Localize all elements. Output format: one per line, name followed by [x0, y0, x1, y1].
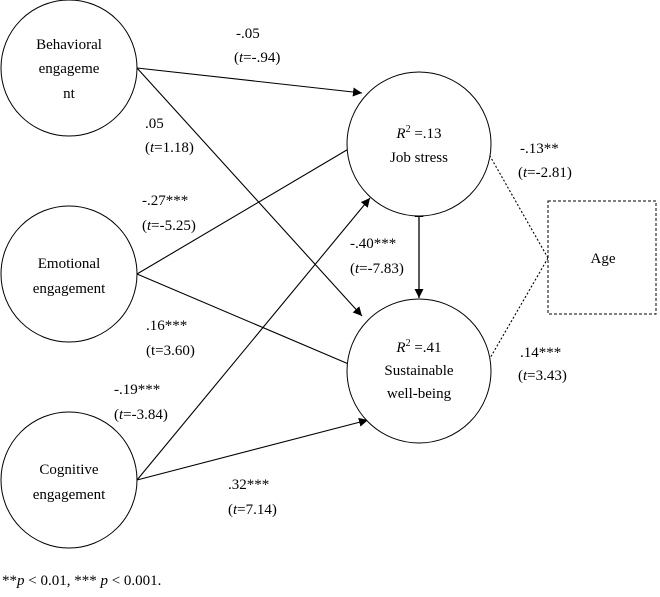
node-sustainable-wellbeing: R2 =.41 Sustainable well-being	[346, 298, 492, 444]
t-value: (t=-5.25)	[142, 218, 196, 234]
coef-cognitive-wellbeing: .32*** (t=7.14)	[228, 477, 277, 518]
node-label: Cognitive	[39, 462, 99, 478]
arrow-cognitive-wellbeing	[136, 417, 369, 481]
coef-age-jobstress: -.13** (t=-2.81)	[518, 141, 572, 181]
arrow-emotional-wellbeing	[136, 273, 359, 369]
r-squared-label: R2 =.41	[395, 338, 441, 356]
t-value: (t=-7.83)	[350, 261, 404, 277]
node-label: engagement	[33, 281, 106, 297]
coefficient: -.27***	[142, 193, 188, 209]
coefficient: -.40***	[350, 236, 396, 252]
coef-behavioral-jobstress: -.05 (t=-.94)	[234, 26, 280, 66]
node-label: Emotional	[38, 256, 101, 272]
node-emotional-engagement: Emotional engagement	[0, 205, 138, 343]
coefficient: -.05	[236, 26, 260, 42]
t-value: (t=-3.84)	[114, 407, 168, 423]
coefficient: .05	[145, 116, 164, 132]
node-cognitive-engagement: Cognitive engagement	[0, 411, 138, 549]
path-arrows	[136, 67, 549, 481]
arrow-behavioral-jobstress	[136, 67, 363, 97]
arrow-emotional-jobstress	[136, 140, 363, 275]
node-label: well-being	[387, 386, 452, 402]
arrow-behavioral-wellbeing	[136, 67, 363, 317]
t-value: (t=-.94)	[234, 50, 280, 66]
node-job-stress: R2 =.13 Job stress	[346, 71, 492, 217]
coef-cognitive-jobstress: -.19*** (t=-3.84)	[114, 382, 168, 423]
node-behavioral-engagement: Behavioral engageme nt	[0, 0, 138, 137]
node-age: Age	[547, 200, 657, 315]
t-value: (t=1.18)	[145, 140, 194, 156]
node-label: Behavioral	[36, 37, 102, 53]
coef-age-wellbeing: .14*** (t=3.43)	[518, 345, 567, 384]
coef-jobstress-wellbeing: -.40*** (t=-7.83)	[350, 236, 404, 277]
t-value: (t=7.14)	[228, 502, 277, 518]
coefficient: .32***	[228, 477, 269, 493]
t-value: (t=3.60)	[146, 343, 195, 359]
t-value: (t=-2.81)	[518, 165, 572, 181]
r-squared-label: R2 =.13	[395, 124, 441, 142]
coef-emotional-wellbeing: .16*** (t=3.60)	[146, 318, 195, 359]
node-label: engageme	[39, 61, 100, 77]
node-label: engagement	[33, 487, 106, 503]
node-label: Sustainable	[384, 363, 453, 379]
arrow-age-wellbeing	[482, 257, 549, 372]
node-label: Job stress	[390, 150, 448, 166]
coef-emotional-jobstress: -.27*** (t=-5.25)	[142, 193, 196, 234]
arrow-cognitive-jobstress	[136, 197, 371, 481]
coefficient: -.13**	[520, 141, 559, 157]
footnote: **p < 0.01, *** p < 0.001.	[2, 573, 161, 589]
coef-behavioral-wellbeing: .05 (t=1.18)	[145, 116, 194, 156]
arrow-age-jobstress	[482, 142, 549, 259]
coefficient: -.19***	[114, 382, 160, 398]
coefficient: .14***	[520, 345, 561, 361]
node-label: Age	[591, 251, 616, 267]
node-label: nt	[63, 86, 76, 102]
coefficient: .16***	[146, 318, 187, 334]
t-value: (t=3.43)	[518, 368, 567, 384]
